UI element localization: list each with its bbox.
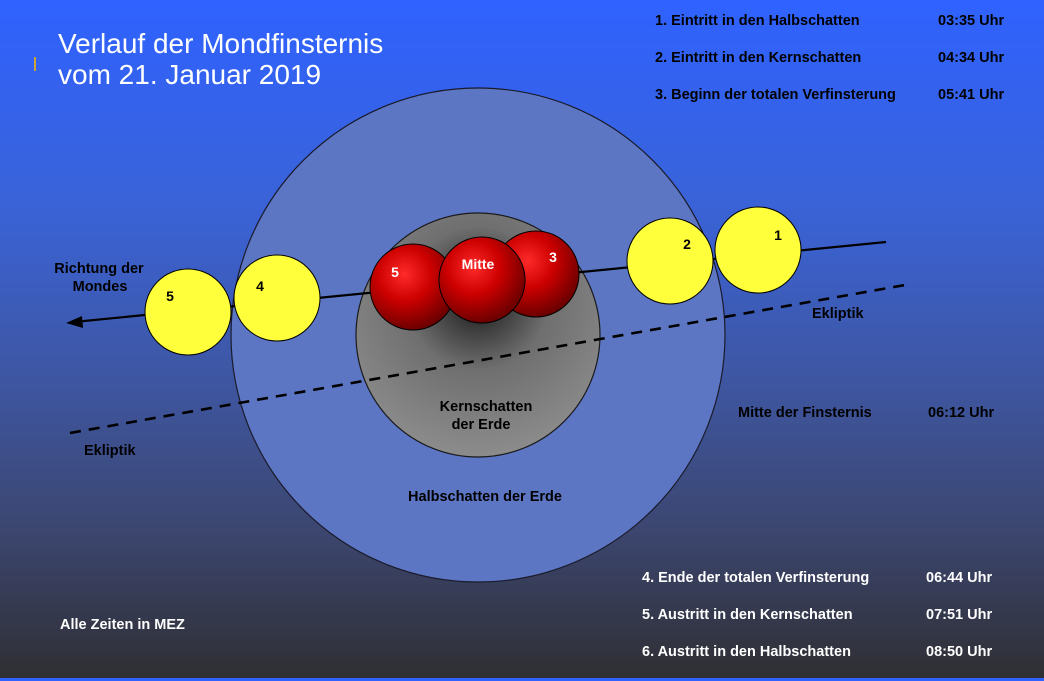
event-label: 4. Ende der totalen Verfinsterung: [642, 570, 870, 586]
moon-label-2: 2: [683, 236, 691, 252]
moon-position-5: [144, 268, 232, 356]
moon-position-2: [626, 217, 714, 305]
direction-arrowhead: [66, 316, 83, 328]
ecliptic-label-right: Ekliptik: [812, 306, 865, 322]
moon-label-mitte: Mitte: [462, 256, 495, 272]
penumbra-label: Halbschatten der Erde: [408, 489, 562, 505]
page-title: Verlauf der Mondfinsternis vom 21. Janua…: [58, 28, 383, 90]
middle-label: Mitte der Finsternis: [738, 405, 872, 421]
event-time: 05:41 Uhr: [938, 87, 1005, 103]
moon-label-5: 5: [166, 288, 174, 304]
timezone-note: Alle Zeiten in MEZ: [60, 617, 185, 633]
middle-time: Mitte der Finsternis 06:12 Uhr: [738, 405, 994, 421]
event-label: 1. Eintritt in den Halbschatten: [655, 13, 860, 29]
event-time: 06:44 Uhr: [926, 570, 993, 586]
event-time: 03:35 Uhr: [938, 13, 1005, 29]
moon-label-3: 3: [549, 249, 557, 265]
ecliptic-label-left: Ekliptik: [84, 443, 137, 459]
moon-label-1: 1: [774, 227, 782, 243]
event-label: 6. Austritt in den Halbschatten: [642, 644, 851, 660]
direction-label-line2: Mondes: [73, 279, 128, 295]
umbra-label-line1: Kernschatten: [440, 399, 533, 415]
event-time: 04:34 Uhr: [938, 50, 1005, 66]
event-time: 08:50 Uhr: [926, 644, 993, 660]
moon-label-4: 4: [256, 278, 264, 294]
title-line-1: Verlauf der Mondfinsternis: [58, 28, 384, 59]
event-label: 5. Austritt in den Kernschatten: [642, 607, 853, 623]
moon-label-5-red: 5: [391, 264, 399, 280]
umbra-label-line2: der Erde: [452, 417, 511, 433]
event-time: 07:51 Uhr: [926, 607, 993, 623]
event-label: 2. Eintritt in den Kernschatten: [655, 50, 862, 66]
ecliptic-line: [69, 283, 906, 435]
title-line-2: vom 21. Januar 2019: [58, 59, 322, 90]
moon-red-mitte: [438, 236, 526, 324]
title-marker: [34, 57, 36, 71]
middle-value: 06:12 Uhr: [928, 405, 995, 421]
moon-position-1: [714, 206, 802, 294]
direction-label-line1: Richtung der: [54, 261, 144, 277]
moon-position-4: [233, 254, 321, 342]
event-label: 3. Beginn der totalen Verfinsterung: [655, 87, 896, 103]
